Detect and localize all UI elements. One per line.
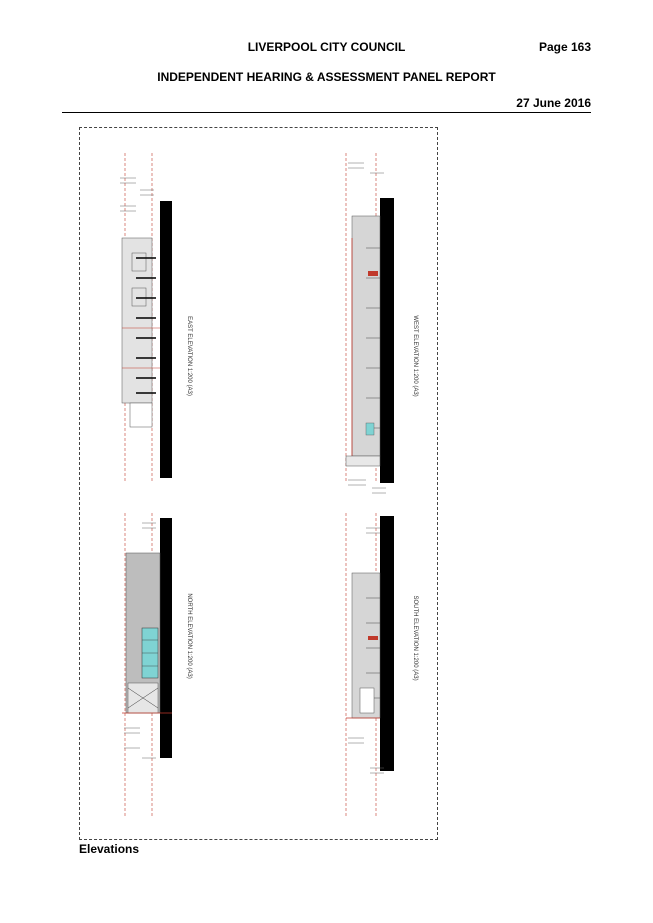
east-elevation-label: EAST ELEVATION 1:200 (A3) xyxy=(186,316,192,396)
north-elevation: NORTH ELEVATION 1:200 (A3) xyxy=(122,513,192,818)
ground-line xyxy=(380,198,394,483)
figure-caption: Elevations xyxy=(79,842,140,856)
page-number: Page 163 xyxy=(538,40,591,54)
elevation-drawing: EAST ELEVATION 1:200 (A3) xyxy=(120,153,418,818)
council-name: LIVERPOOL CITY COUNCIL xyxy=(247,40,406,54)
building-mass xyxy=(351,215,381,457)
north-elevation-label: NORTH ELEVATION 1:200 (A3) xyxy=(186,593,192,678)
report-title: INDEPENDENT HEARING & ASSESSMENT PANEL R… xyxy=(157,70,496,84)
east-elevation: EAST ELEVATION 1:200 (A3) xyxy=(120,153,192,483)
ground-line xyxy=(160,518,172,758)
elevation-drawing-frame: EAST ELEVATION 1:200 (A3) xyxy=(79,127,438,840)
report-date: 27 June 2016 xyxy=(516,96,591,110)
ground-line xyxy=(160,201,172,478)
west-elevation-label: WEST ELEVATION 1:200 (A3) xyxy=(412,315,418,396)
west-elevation: WEST ELEVATION 1:200 (A3) xyxy=(345,153,418,494)
building-mass xyxy=(121,237,153,404)
south-elevation-label: SOUTH ELEVATION 1:200 (A3) xyxy=(412,595,418,680)
south-elevation: SOUTH ELEVATION 1:200 (A3) xyxy=(345,513,418,818)
ground-line xyxy=(380,516,394,771)
header-rule xyxy=(62,112,591,113)
